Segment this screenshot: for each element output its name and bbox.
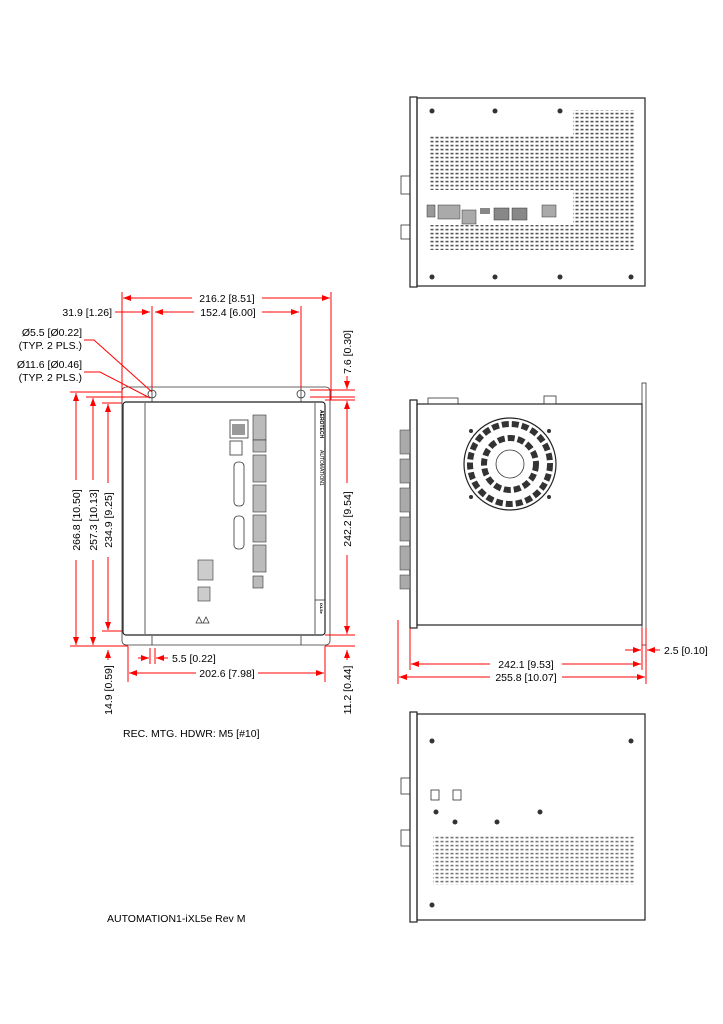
bottom-view — [400, 711, 646, 923]
title-block: AUTOMATION1-iXL5e Rev M — [107, 913, 245, 925]
dim-depth: 242.1 [9.53] — [498, 659, 554, 671]
product-text: AUTOMATION1 — [318, 450, 324, 486]
connector-blocks — [195, 414, 267, 624]
dim-bottom-right-offset: 11.2 [0.44] — [342, 666, 354, 715]
dim-hole-spacing: 152.4 [6.00] — [200, 307, 256, 319]
side-view-chassis — [416, 403, 643, 626]
mounting-hole-icon — [147, 388, 306, 645]
dim-overall-height: 266.8 [10.50] — [71, 489, 83, 550]
dim-top-offset: 7.6 [0.30] — [342, 330, 354, 374]
side-dimensions: 242.1 [9.53] 255.8 [10.07] 2.5 [0.10] — [397, 620, 708, 684]
top-view — [400, 96, 646, 288]
dim-hole-height: 257.3 [10.13] — [88, 489, 100, 550]
model-text: iXL5e — [319, 603, 324, 614]
dim-right-height: 242.2 [9.54] — [342, 491, 354, 547]
dim-hole-qty: (TYP. 2 PLS.) — [19, 340, 82, 352]
dim-flange: 2.5 [0.10] — [664, 645, 708, 657]
dim-body-height: 234.9 [9.25] — [103, 492, 115, 548]
fan-grille-icon — [463, 417, 557, 511]
chassis-body — [122, 401, 326, 636]
brand-text: AEROTECH — [318, 410, 324, 438]
dim-overall-width: 216.2 [8.51] — [199, 293, 255, 305]
bottom-view-chassis — [416, 713, 646, 921]
dim-hole-offset: 31.9 [1.26] — [62, 307, 112, 319]
dim-hole-diameter: Ø5.5 [Ø0.22] — [22, 327, 82, 339]
dim-overall-depth: 255.8 [10.07] — [495, 672, 556, 684]
brand-label: AEROTECH AUTOMATION1 — [318, 410, 324, 486]
dim-slot-diameter: Ø11.6 [Ø0.46] — [17, 359, 82, 371]
mounting-hardware-note: REC. MTG. HDWR: M5 [#10] — [123, 728, 260, 740]
dim-slot-qty: (TYP. 2 PLS.) — [19, 372, 82, 384]
dim-bottom-left-offset: 14.9 [0.59] — [103, 665, 115, 715]
front-dimensions: 216.2 [8.51] 152.4 [6.00] 31.9 [1.26] Ø5… — [17, 292, 355, 715]
top-view-chassis — [416, 97, 646, 287]
mounting-plate-outline — [121, 386, 331, 646]
dim-plate-width: 202.6 [7.98] — [199, 668, 255, 680]
top-connectors — [426, 204, 557, 225]
side-view — [399, 382, 647, 646]
front-view: AEROTECH AUTOMATION1 iXL5e — [121, 386, 331, 646]
dim-slot-width: 5.5 [0.22] — [172, 653, 216, 665]
